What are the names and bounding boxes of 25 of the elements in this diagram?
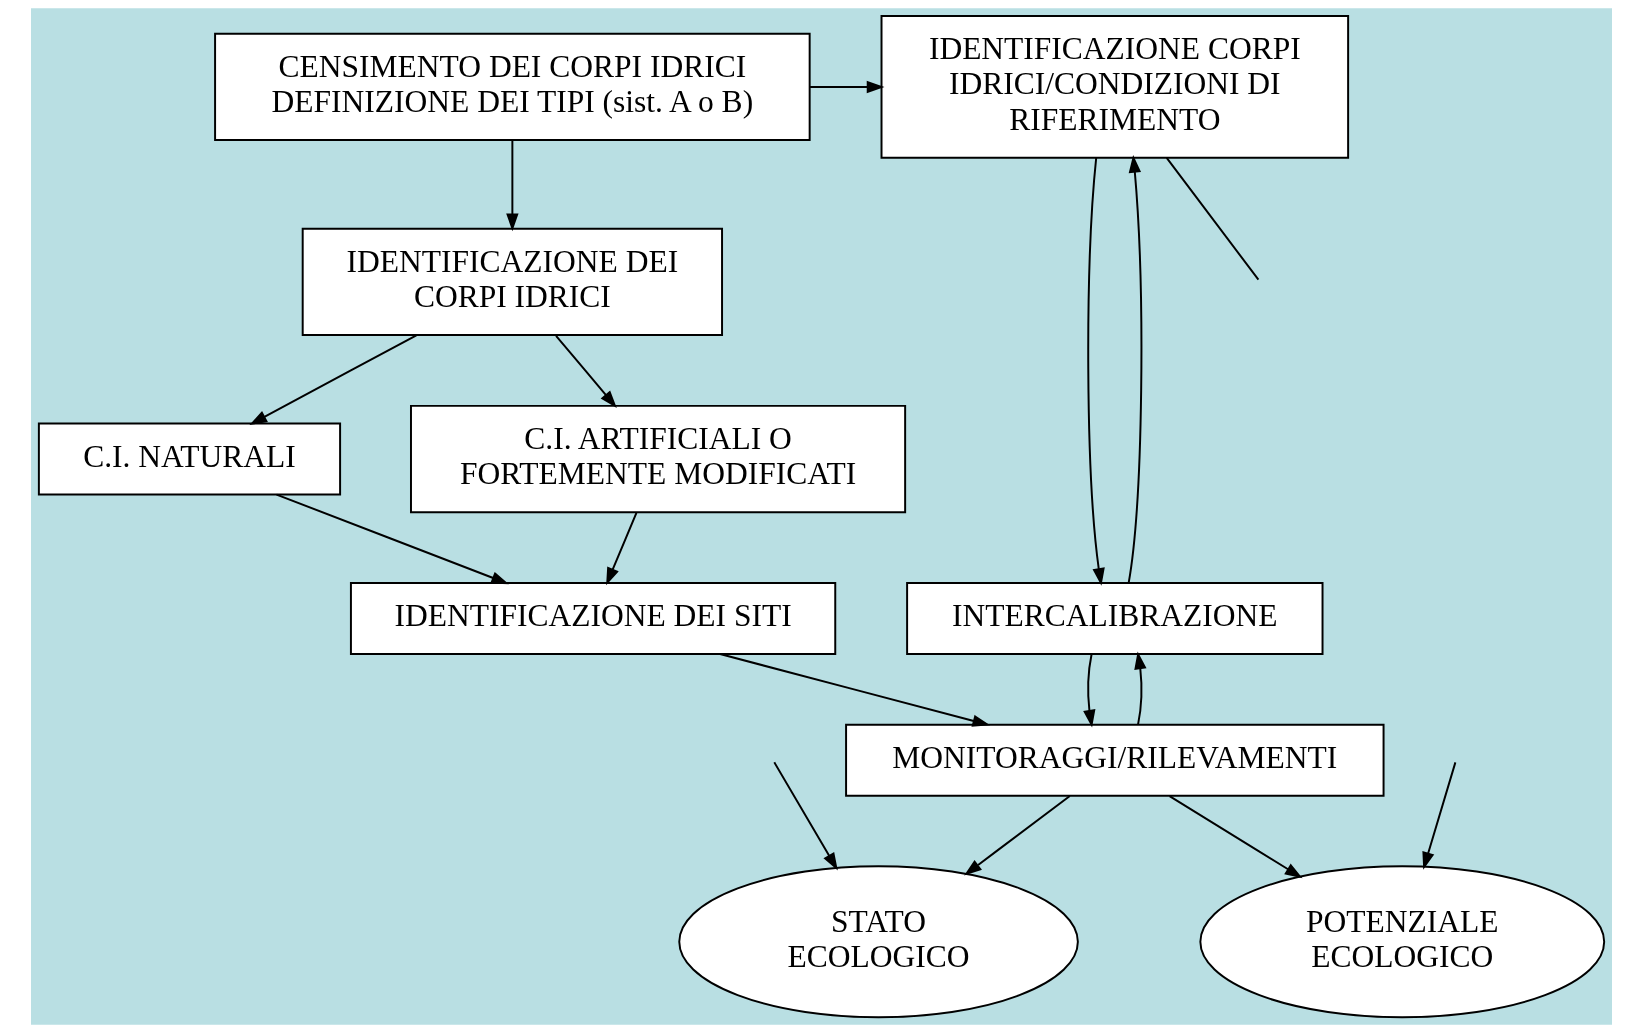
arrow (275, 493, 509, 585)
arrow (1134, 651, 1147, 726)
arrow (1127, 154, 1143, 584)
arrow (773, 761, 838, 871)
node-box: IDENTIFICAZIONE DEI SITI (349, 582, 837, 655)
arrow (555, 334, 617, 408)
connector (1165, 156, 1260, 281)
node-box: INTERCALIBRAZIONE (906, 582, 1324, 655)
arrow (719, 653, 991, 727)
node-ellipse: STATO ECOLOGICO (678, 865, 1079, 1019)
arrow (1087, 156, 1105, 586)
arrow (964, 795, 1071, 876)
node-box: CENSIMENTO DEI CORPI IDRICI DEFINIZIONE DEI TIPI (sist. A o B) (214, 32, 811, 142)
arrow (506, 139, 519, 232)
arrow (249, 334, 418, 425)
arrow (809, 80, 885, 94)
node-box: MONITORAGGI/RILEVAMENTI (845, 723, 1385, 797)
node-box: IDENTIFICAZIONE DEI CORPI IDRICI (301, 227, 724, 336)
node-box: C.I. ARTIFICIALI O FORTEMENTE MODIFICATI (410, 404, 907, 514)
node-box: IDENTIFICAZIONE CORPI IDRICI/CONDIZIONI DI RIFERIMENTO (880, 15, 1350, 159)
arrow (1168, 795, 1303, 879)
arrow (606, 511, 638, 586)
arrow (1083, 653, 1096, 728)
arrow (1422, 761, 1457, 870)
node-box: C.I. NATURALI (37, 422, 342, 496)
